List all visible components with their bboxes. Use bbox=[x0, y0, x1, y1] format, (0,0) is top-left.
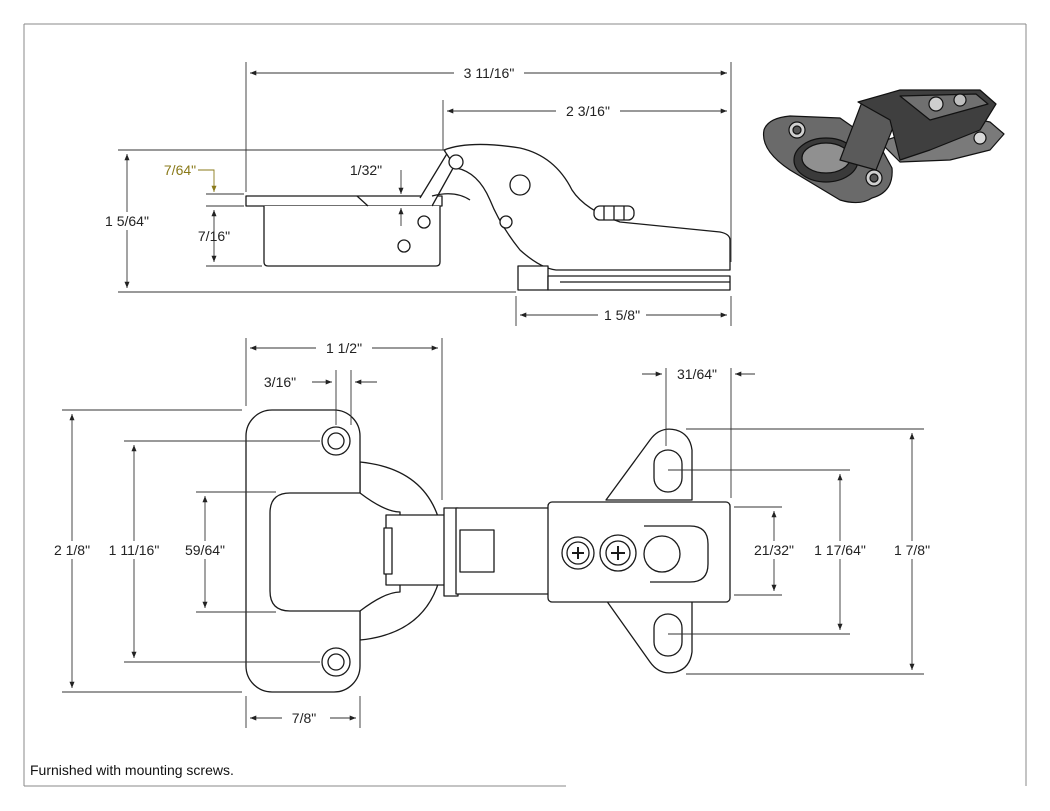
flange-thickness-label: 7/64" bbox=[164, 162, 196, 178]
hinge-3d-icon bbox=[762, 89, 1005, 204]
cup-to-arm-label: 1 1/2" bbox=[326, 340, 362, 356]
plate-height-label: 1 7/8" bbox=[894, 542, 930, 558]
top-view-hinge bbox=[245, 409, 731, 693]
side-view-hinge bbox=[245, 143, 731, 291]
flange-height-label: 2 1/8" bbox=[54, 542, 90, 558]
gap-label: 1/32" bbox=[350, 162, 382, 178]
arm-width-label: 21/32" bbox=[754, 542, 794, 558]
hole-offset-label: 3/16" bbox=[264, 374, 296, 390]
footer-note: Furnished with mounting screws. bbox=[30, 762, 234, 778]
arm-length-label: 2 3/16" bbox=[566, 103, 610, 119]
cup-depth-label: 7/16" bbox=[198, 228, 230, 244]
flange-thickness-marker bbox=[198, 169, 217, 193]
screw-heads bbox=[572, 546, 625, 560]
plate-length-label: 1 5/8" bbox=[604, 307, 640, 323]
drawing-frame bbox=[23, 23, 1027, 787]
top-view-dimensions bbox=[62, 338, 924, 728]
cup-diameter-label: 59/64" bbox=[185, 542, 225, 558]
cup-flange-width-label: 7/8" bbox=[292, 710, 316, 726]
total-height-label: 1 5/64" bbox=[105, 213, 149, 229]
slot-spacing-label: 1 17/64" bbox=[814, 542, 866, 558]
plate-offset-label: 31/64" bbox=[677, 366, 717, 382]
overall-length-label: 3 11/16" bbox=[464, 65, 515, 81]
hole-spacing-label: 1 11/16" bbox=[109, 542, 160, 558]
